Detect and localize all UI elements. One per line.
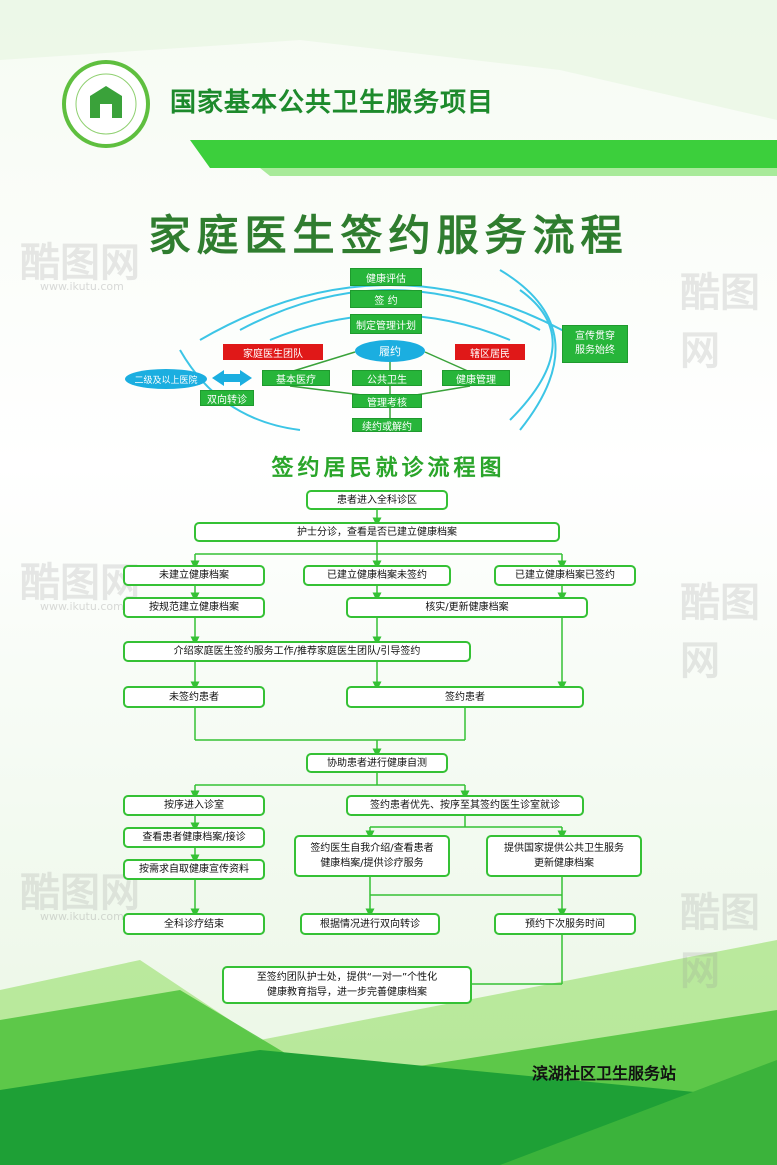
flow-take-materials: 按需求自取健康宣传资料 [123, 859, 265, 880]
flow-record-signed: 已建立健康档案已签约 [494, 565, 636, 586]
station-name: 滨湖社区卫生服务站 [532, 1064, 677, 1083]
flow-unsigned-patient: 未签约患者 [123, 686, 265, 708]
flow-doctor-intro-line-1: 签约医生自我介绍/查看患者 [310, 843, 434, 854]
watermark-url: www.ikutu.com [40, 910, 124, 923]
flow-triage: 护士分诊，查看是否已建立健康档案 [194, 522, 560, 542]
flow-health-education-line-1: 至签约团队护士处，提供“一对一”个性化 [256, 972, 438, 983]
watermark-logo: 酷图网 [680, 580, 760, 684]
flow-signed-priority: 签约患者优先、按序至其签约医生诊室就诊 [346, 795, 584, 816]
flow-title: 签约居民就诊流程图 [271, 456, 506, 481]
flow-view-record: 查看患者健康档案/接诊 [123, 827, 265, 848]
flow-signed-patient: 签约患者 [346, 686, 584, 708]
two-way-referral-box: 双向转诊 [200, 390, 254, 406]
flow-public-health-service: 提供国家提供公共卫生服务 更新健康档案 [486, 835, 642, 877]
promotion-box: 宣传贯穿 服务始终 [562, 325, 628, 363]
promotion-line-2: 服务始终 [575, 345, 615, 356]
flow-verify-record: 核实/更新健康档案 [346, 597, 588, 618]
logo-emblem [62, 60, 150, 148]
flow-enter-room: 按序进入诊室 [123, 795, 265, 816]
fulfillment-oval: 履约 [355, 340, 425, 362]
flow-create-record: 按规范建立健康档案 [123, 597, 265, 618]
signing-box: 签 约 [350, 290, 422, 308]
watermark-logo: 酷图网 [680, 270, 760, 374]
watermark-url: www.ikutu.com [40, 600, 124, 613]
flow-enter-clinic: 患者进入全科诊区 [306, 490, 448, 510]
watermark-logo: 酷图网 [20, 240, 140, 286]
flow-public-health-line-2: 更新健康档案 [534, 858, 594, 869]
flow-self-test: 协助患者进行健康自测 [306, 753, 448, 773]
renew-box: 续约或解约 [352, 418, 422, 433]
flow-diagnosis-end: 全科诊疗结束 [123, 913, 265, 935]
header-title: 国家基本公共卫生服务项目 [170, 88, 495, 118]
family-doctor-team-box: 家庭医生团队 [223, 344, 323, 360]
basic-medical-box: 基本医疗 [262, 370, 330, 386]
flow-two-way-referral: 根据情况进行双向转诊 [300, 913, 440, 935]
flow-no-record: 未建立健康档案 [123, 565, 265, 586]
hospital-oval: 二级及以上医院 [125, 369, 207, 389]
public-health-box: 公共卫生 [352, 370, 422, 386]
watermark-logo: 酷图网 [20, 870, 140, 916]
health-management-box: 健康管理 [442, 370, 510, 386]
flow-health-education: 至签约团队护士处，提供“一对一”个性化 健康教育指导，进一步完善健康档案 [222, 966, 472, 1004]
promotion-line-1: 宣传贯穿 [575, 331, 615, 342]
flow-health-education-line-2: 健康教育指导，进一步完善健康档案 [267, 987, 427, 998]
watermark-logo: 酷图网 [680, 890, 760, 994]
watermark-url: www.ikutu.com [40, 280, 124, 293]
assessment-box: 管理考核 [352, 394, 422, 409]
flow-doctor-intro: 签约医生自我介绍/查看患者 健康档案/提供诊疗服务 [294, 835, 450, 877]
management-plan-box: 制定管理计划 [350, 314, 422, 334]
flow-introduce-service: 介绍家庭医生签约服务工作/推荐家庭医生团队/引导签约 [123, 641, 471, 662]
flow-next-appointment: 预约下次服务时间 [494, 913, 636, 935]
flow-record-unsigned: 已建立健康档案未签约 [303, 565, 451, 586]
health-assessment-box: 健康评估 [350, 268, 422, 286]
residents-box: 辖区居民 [455, 344, 525, 360]
watermark-logo: 酷图网 [20, 560, 140, 606]
flow-public-health-line-1: 提供国家提供公共卫生服务 [504, 843, 624, 854]
flow-doctor-intro-line-2: 健康档案/提供诊疗服务 [320, 858, 424, 869]
main-title: 家庭医生签约服务流程 [148, 211, 629, 260]
logo [62, 60, 150, 148]
